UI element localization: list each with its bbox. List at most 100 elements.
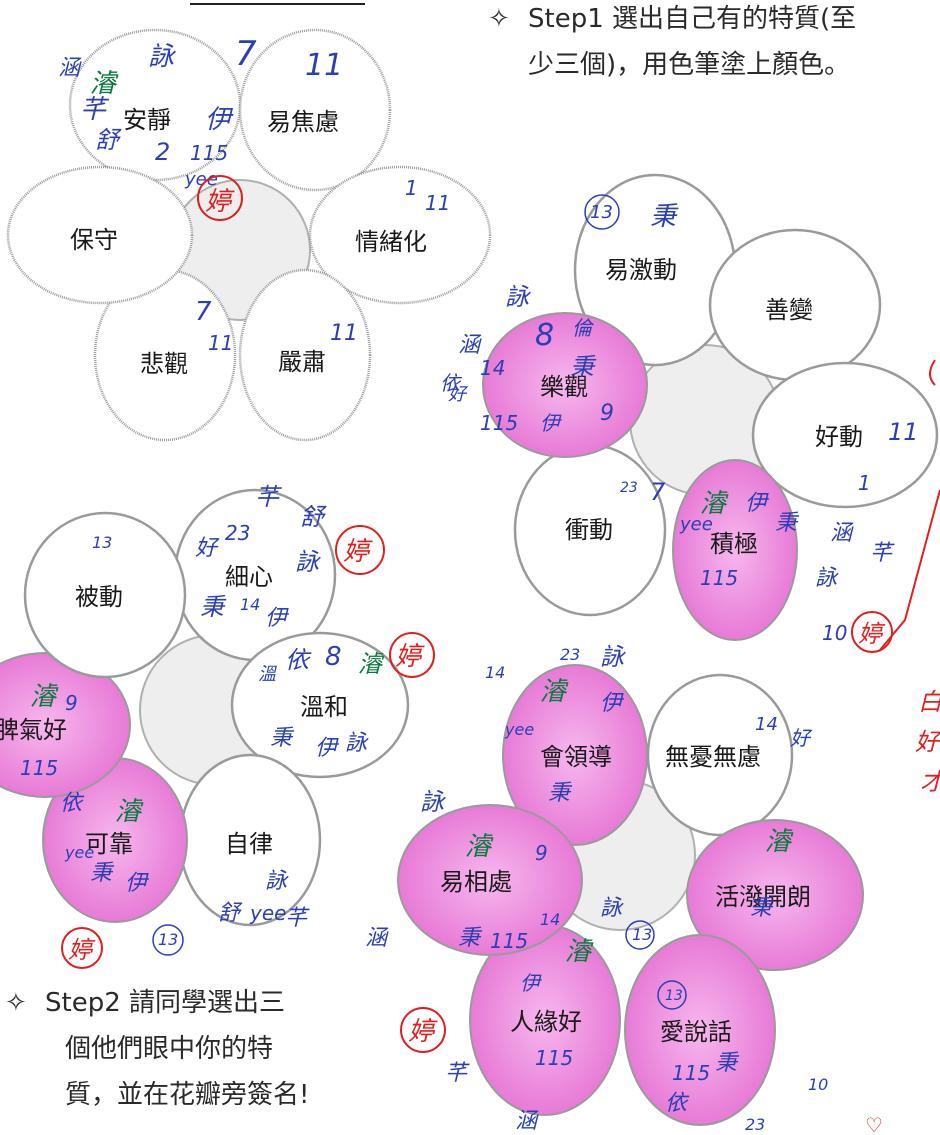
signature: 秉 [650, 202, 679, 232]
signature: 11 [330, 321, 358, 346]
signature: 涵 [365, 926, 389, 951]
petal-label: 易焦慮 [267, 108, 339, 136]
step1-line1: Step1 選出自己有的特質(至 [528, 4, 857, 34]
signature: 涵 [58, 56, 82, 81]
signature: 詠 [600, 896, 624, 921]
signature-circle [657, 980, 687, 1010]
signature: yee [679, 514, 713, 535]
petal-label: 悲觀 [140, 350, 188, 378]
signature-circle [400, 1007, 446, 1053]
signature: 13 [158, 930, 178, 949]
flower-4: 會領導 無憂無慮 活潑開朗 愛說話 人緣好 易相處 [397, 664, 864, 1126]
red-scribble: ♡ [865, 1113, 883, 1135]
signature: 好 [790, 726, 813, 750]
signature: 2 [155, 138, 170, 166]
signature: 好 [195, 536, 220, 561]
signature: 14 [540, 910, 560, 929]
step1-instruction: ✧Step1 選出自己有的特質(至 少三個)，用色筆塗上顏色。 [488, 0, 856, 88]
signature: 芊 [445, 1061, 470, 1086]
petal-label: 積極 [710, 530, 758, 558]
signature: yee [504, 720, 534, 739]
petal-label: 安靜 [123, 106, 171, 134]
signature: 13 [632, 925, 652, 944]
signature: 伊 [540, 411, 562, 435]
signature: 秉 [775, 511, 800, 536]
signature: 詠 [148, 42, 176, 72]
signature: 伊 [125, 871, 150, 896]
signature: 14 [240, 595, 260, 614]
signature: 23 [560, 645, 580, 664]
signature: 秉 [548, 781, 573, 806]
signature: 11 [425, 191, 450, 215]
signature: 秉 [715, 1051, 740, 1076]
signature: 濬 [30, 682, 59, 712]
signature: 伊 [745, 491, 770, 516]
step2-line2: 個他們眼中你的特 [65, 1034, 274, 1064]
red-scribble: 才 [920, 768, 940, 796]
signature: 婷 [858, 620, 886, 648]
signature: 115 [480, 411, 518, 435]
signature: 婷 [205, 187, 235, 217]
petal [751, 361, 939, 509]
petal-highlighted [482, 312, 648, 458]
signature: 1 [858, 471, 871, 495]
petal [93, 268, 237, 442]
petal-label: 易相處 [440, 868, 512, 896]
signatures-flower-4: 23 詠 14 濬 伊 yee 秉 濬 9 詠 14 好 濬 秉 115 14 … [365, 643, 828, 1134]
signatures-flower-2: 13 秉 詠 涵 8 倫 依 14 秉 115 9 好 伊 11 1 23 7 … [440, 194, 919, 653]
petal-highlighted [0, 652, 131, 798]
signature-circle [389, 632, 435, 678]
signature: 14 [485, 663, 505, 682]
signature-circle [335, 525, 385, 575]
petal-highlighted [624, 934, 776, 1126]
signature: 7 [650, 478, 666, 506]
petal-label: 溫和 [300, 693, 348, 721]
signatures-flower-3: 13 芊 23 舒 好 詠 婷 秉 伊 14 依 8 濬 溫 秉 伊 詠 婷 濬… [20, 483, 435, 969]
red-scribble: 好 [915, 728, 940, 756]
signature: 10 [822, 621, 847, 645]
signature: 詠 [815, 566, 839, 591]
signature-circle [584, 194, 620, 230]
signature: 秉 [270, 726, 295, 751]
petal-label: 易激動 [605, 256, 677, 284]
signature: 詠 [295, 548, 321, 576]
signature: 詠 [265, 869, 289, 894]
signature: 秉 [570, 353, 597, 381]
signature: 芊 [870, 541, 895, 566]
signature: 7 [195, 297, 212, 327]
signature: 伊 [265, 606, 290, 631]
signature: yee [249, 901, 286, 925]
flower-3: 細心 溫和 自律 可靠 脾氣好 被動 [0, 488, 410, 927]
petal [230, 631, 410, 779]
signature: 詠 [345, 731, 369, 756]
signature: 115 [672, 1061, 710, 1085]
signature: 14 [755, 714, 778, 735]
signature: 濬 [565, 937, 594, 967]
petal-label: 活潑開朗 [715, 883, 811, 911]
signature: 舒 [95, 126, 122, 154]
signature: 23 [745, 1115, 765, 1134]
petal [238, 268, 372, 442]
signature: 9 [600, 401, 614, 426]
step2-line3: 質，並在花瓣旁簽名! [65, 1080, 310, 1110]
signature: 婷 [68, 936, 96, 964]
signature: 芊 [80, 95, 110, 125]
petal-highlighted [397, 804, 583, 956]
step2-instruction: ✧Step2 請同學選出三 個他們眼中你的特 質，並在花瓣旁簽名! [5, 980, 309, 1118]
signature: 涵 [515, 1109, 539, 1134]
signature: 舒 [218, 901, 243, 926]
flower-1: 安靜 易焦慮 情緒化 嚴肅 悲觀 保守 [6, 28, 492, 442]
petal [308, 165, 492, 305]
signatures-flower-1: 涵 濬 詠 7 11 芊 伊 舒 2 115 yee 婷 1 11 7 11 1… [58, 34, 450, 355]
signature: 115 [20, 756, 58, 780]
signature: 涵 [458, 333, 482, 358]
signature-circle [625, 920, 655, 950]
signature: 7 [235, 34, 257, 74]
petal-label: 善變 [765, 296, 813, 324]
step2-line1: Step2 請同學選出三 [45, 988, 286, 1018]
step1-line2: 少三個)，用色筆塗上顏色。 [528, 50, 851, 80]
petal-label: 保守 [70, 226, 118, 254]
petal-label: 情緒化 [355, 228, 427, 256]
signature-circle [61, 927, 103, 969]
